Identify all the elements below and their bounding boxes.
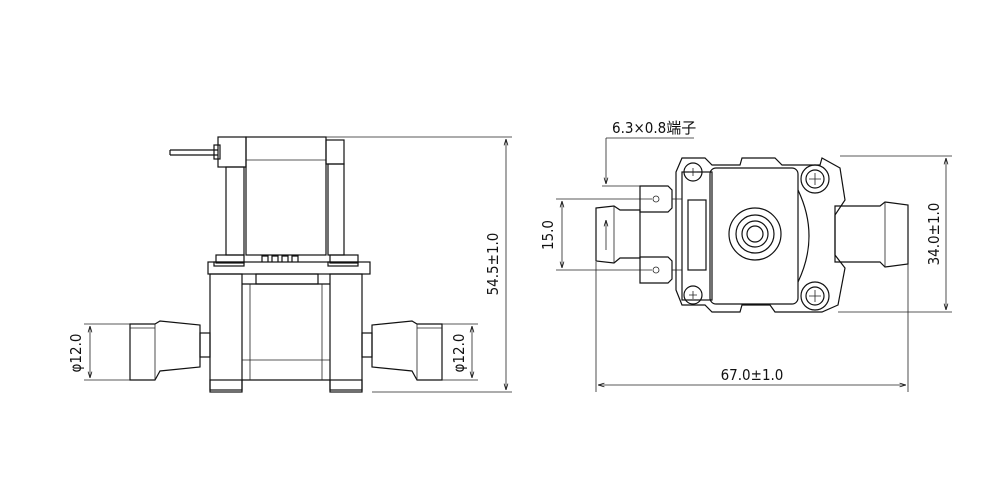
terminal-pitch-label: 15.0 xyxy=(539,220,557,250)
right-port-diameter-label: φ12.0 xyxy=(450,334,468,373)
side-view xyxy=(84,136,512,393)
top-view xyxy=(556,137,952,392)
side-height-dimension-label: 54.5±1.0 xyxy=(484,233,502,296)
top-width-dimension-label: 67.0±1.0 xyxy=(721,366,784,384)
top-height-dimension-label: 34.0±1.0 xyxy=(925,203,943,266)
left-port-diameter-label: φ12.0 xyxy=(67,334,85,373)
terminal-spec-label: 6.3×0.8端子 xyxy=(612,119,696,137)
